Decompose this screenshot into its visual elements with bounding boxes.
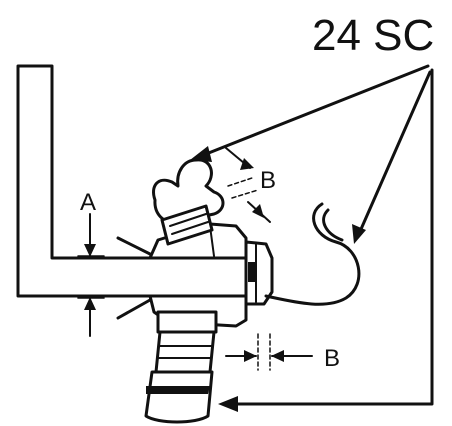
- spring-clip: [264, 202, 361, 306]
- jaw-hatch-top: [116, 236, 152, 256]
- dim-b-upper-ext1: [227, 177, 253, 187]
- part-label: 24 SC: [312, 11, 434, 60]
- lower-knob: [144, 370, 214, 424]
- leader-head-wing-nut: [190, 146, 212, 162]
- dim-b-lower-head-right: [271, 350, 284, 362]
- jaw-hatch-bottom: [116, 298, 152, 320]
- dim-a-arrow-bottom-head: [84, 297, 96, 310]
- l-bracket: [16, 64, 248, 298]
- dim-b-upper-head2: [252, 204, 264, 218]
- dimension-a-label: A: [80, 189, 96, 216]
- leader-head-clip: [352, 224, 366, 244]
- screw-thread-1: [169, 213, 207, 227]
- side-nut: [244, 240, 274, 306]
- dim-b-upper-head1: [240, 158, 254, 170]
- dim-b-lower-head-left: [244, 350, 257, 362]
- spring-clip-inner: [322, 208, 344, 242]
- screw-thread-2: [171, 221, 209, 235]
- dimension-b-lower-label: B: [324, 345, 340, 372]
- dim-a-arrow-top-head: [84, 244, 96, 257]
- side-nut-slot: [248, 262, 256, 282]
- leader-to-knob: [228, 68, 434, 406]
- dimension-b-upper-label: B: [260, 167, 276, 194]
- lower-screw: [154, 330, 216, 374]
- leader-to-clip: [356, 70, 432, 238]
- lower-screw-collar: [156, 310, 218, 334]
- leader-to-wing-nut: [194, 64, 430, 160]
- lower-knob-shade: [146, 386, 210, 394]
- dim-b-upper-ext2: [231, 189, 259, 199]
- leader-head-knob: [218, 396, 238, 412]
